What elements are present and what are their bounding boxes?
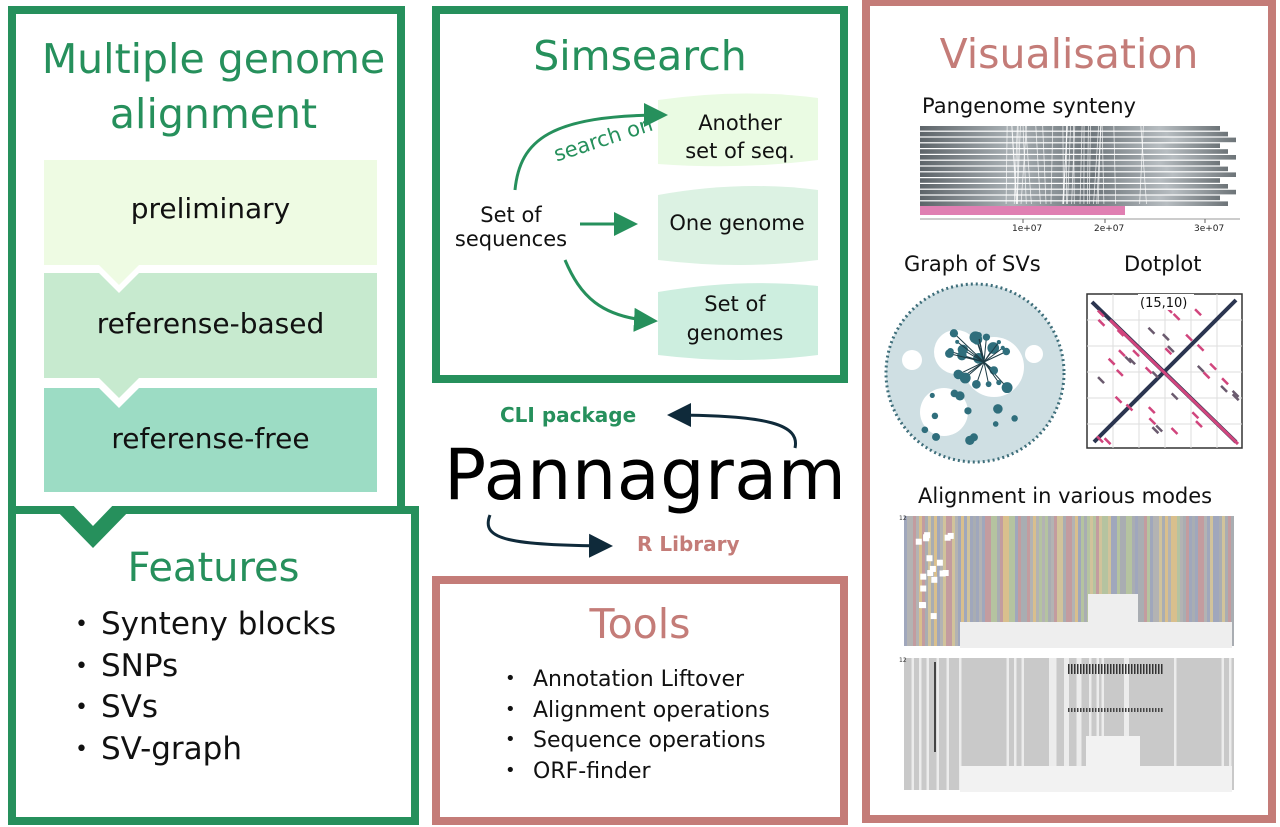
tool-item: Annotation Liftover <box>505 664 770 695</box>
svg-text:1e+07: 1e+07 <box>1012 224 1042 234</box>
tool-item: ORF-finder <box>505 756 770 787</box>
synteny-plot: 1e+07 2e+07 3e+07 <box>920 125 1240 234</box>
synteny-label: Pangenome synteny <box>922 94 1136 118</box>
features-list: Synteny blocks SNPs SVs SV-graph <box>75 604 336 770</box>
alignment-gray-plot: 12 <box>899 657 1234 792</box>
brand-title: Pannagram <box>444 434 847 516</box>
cli-package-label: CLI package <box>500 403 637 427</box>
target-another-set: Another set of seq. <box>685 111 795 163</box>
tool-item: Alignment operations <box>505 695 770 726</box>
dotplot: (15,10) <box>1086 293 1243 449</box>
feature-item: SNPs <box>75 646 336 688</box>
dotplot-label: Dotplot <box>1124 252 1202 276</box>
features-title: Features <box>127 545 300 591</box>
alignment-color-plot: 12 <box>899 515 1234 648</box>
pipeline-steps <box>44 160 377 492</box>
feature-item: Synteny blocks <box>75 604 336 646</box>
step-reference-based-shape <box>44 273 377 398</box>
svg-text:2e+07: 2e+07 <box>1094 224 1124 234</box>
svg-text:12: 12 <box>899 657 907 664</box>
search-on-label: search on <box>551 112 656 167</box>
svg-text:(15,10): (15,10) <box>1140 296 1187 311</box>
arrow-to-cli <box>667 403 798 449</box>
r-library-label: R Library <box>637 532 740 556</box>
step-reference-free-shape <box>44 388 377 492</box>
target2-bg <box>658 186 818 265</box>
brand-arrows <box>486 403 798 558</box>
panel-connector <box>8 500 419 548</box>
step-preliminary-shape <box>44 160 377 285</box>
simsearch-panel <box>432 6 848 383</box>
arrow-search-on <box>513 103 668 191</box>
graph-of-svs-label: Graph of SVs <box>904 252 1041 276</box>
feature-item: SV-graph <box>75 729 336 771</box>
alignment-label: Alignment in various modes <box>918 484 1213 508</box>
feature-item: SVs <box>75 687 336 729</box>
target-one-genome: One genome <box>669 211 805 235</box>
target-set-of-genomes: Set of genomes <box>686 292 784 345</box>
tools-list: Annotation Liftover Alignment operations… <box>505 664 770 786</box>
tools-title: Tools <box>589 600 691 648</box>
arrow-to-rlib <box>486 514 613 558</box>
mga-title: Multiple genome alignment <box>41 35 386 138</box>
arrow-set-of-genomes <box>563 259 658 332</box>
target1-bg <box>658 93 818 167</box>
tools-panel <box>432 576 848 825</box>
simsearch-diagram: search on <box>513 93 818 360</box>
target3-bg <box>658 283 818 360</box>
features-panel <box>8 514 419 825</box>
simsearch-title: Simsearch <box>533 32 747 80</box>
svg-text:12: 12 <box>899 515 907 522</box>
sv-graph-plot <box>884 282 1066 464</box>
visualisation-title: Visualisation <box>939 30 1199 78</box>
source-sequences: Set of sequences <box>454 203 568 251</box>
tool-item: Sequence operations <box>505 725 770 756</box>
visualisation-panel <box>862 0 1276 823</box>
svg-text:3e+07: 3e+07 <box>1194 224 1224 234</box>
